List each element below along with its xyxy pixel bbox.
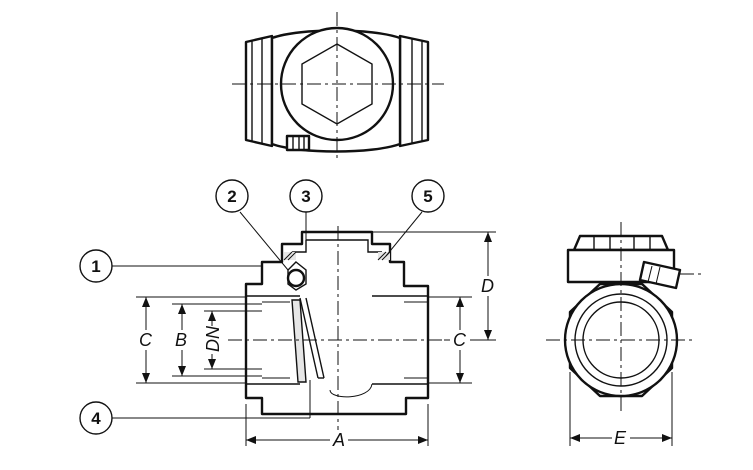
callout-2: 2 (227, 187, 236, 206)
callout-1: 1 (91, 257, 100, 276)
callout-5: 5 (423, 187, 432, 206)
front-section-view (228, 226, 444, 430)
dim-label-c-right: C (453, 330, 467, 350)
dim-label-dn: DN (203, 325, 223, 352)
callout-4: 4 (91, 409, 101, 428)
dim-label-e: E (614, 428, 627, 448)
top-view (232, 12, 444, 160)
callout-3: 3 (301, 187, 310, 206)
side-view (546, 222, 702, 414)
dim-label-d: D (481, 276, 494, 296)
dim-label-c-left: C (139, 330, 153, 350)
dimension-labels: A C B DN C D E (136, 276, 630, 450)
callouts: 1 2 3 4 5 (79, 179, 445, 435)
dim-label-a: A (332, 430, 345, 450)
dim-label-b: B (175, 330, 187, 350)
